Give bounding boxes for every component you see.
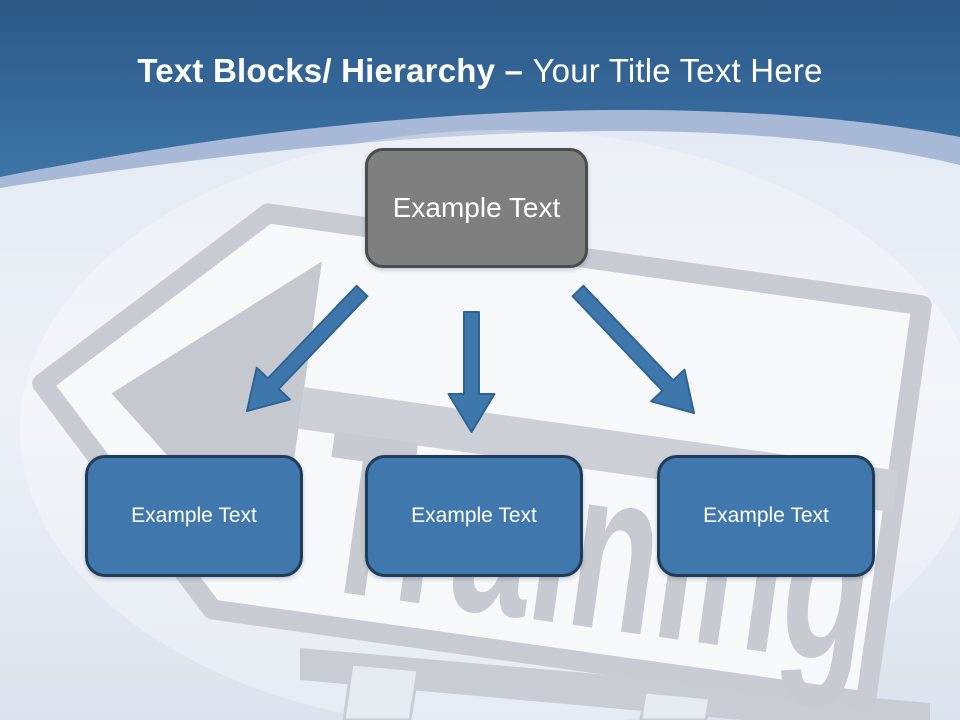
child-text-block-3-label: Example Text bbox=[703, 504, 829, 527]
title-dash: – bbox=[495, 52, 533, 89]
connector-arrow-down-left bbox=[246, 284, 369, 412]
title-regular-text: Your Title Text Here bbox=[532, 52, 823, 89]
connector-arrow-down bbox=[447, 311, 496, 433]
sign-post-right bbox=[639, 690, 712, 720]
child-text-block-2[interactable]: Example Text bbox=[365, 455, 583, 577]
connector-arrow-down-right bbox=[571, 284, 695, 414]
sign-crossbar bbox=[300, 648, 930, 720]
child-text-block-1[interactable]: Example Text bbox=[85, 455, 303, 577]
title-bold-text: Text Blocks/ Hierarchy bbox=[137, 52, 496, 89]
root-text-block[interactable]: Example Text bbox=[365, 148, 588, 268]
child-text-block-3[interactable]: Example Text bbox=[657, 455, 875, 577]
slide-title[interactable]: Text Blocks/ Hierarchy – Your Title Text… bbox=[0, 52, 960, 90]
sign-post-left bbox=[342, 662, 420, 720]
child-text-block-2-label: Example Text bbox=[411, 504, 537, 527]
child-text-block-1-label: Example Text bbox=[131, 504, 257, 527]
root-text-block-label: Example Text bbox=[392, 192, 561, 223]
